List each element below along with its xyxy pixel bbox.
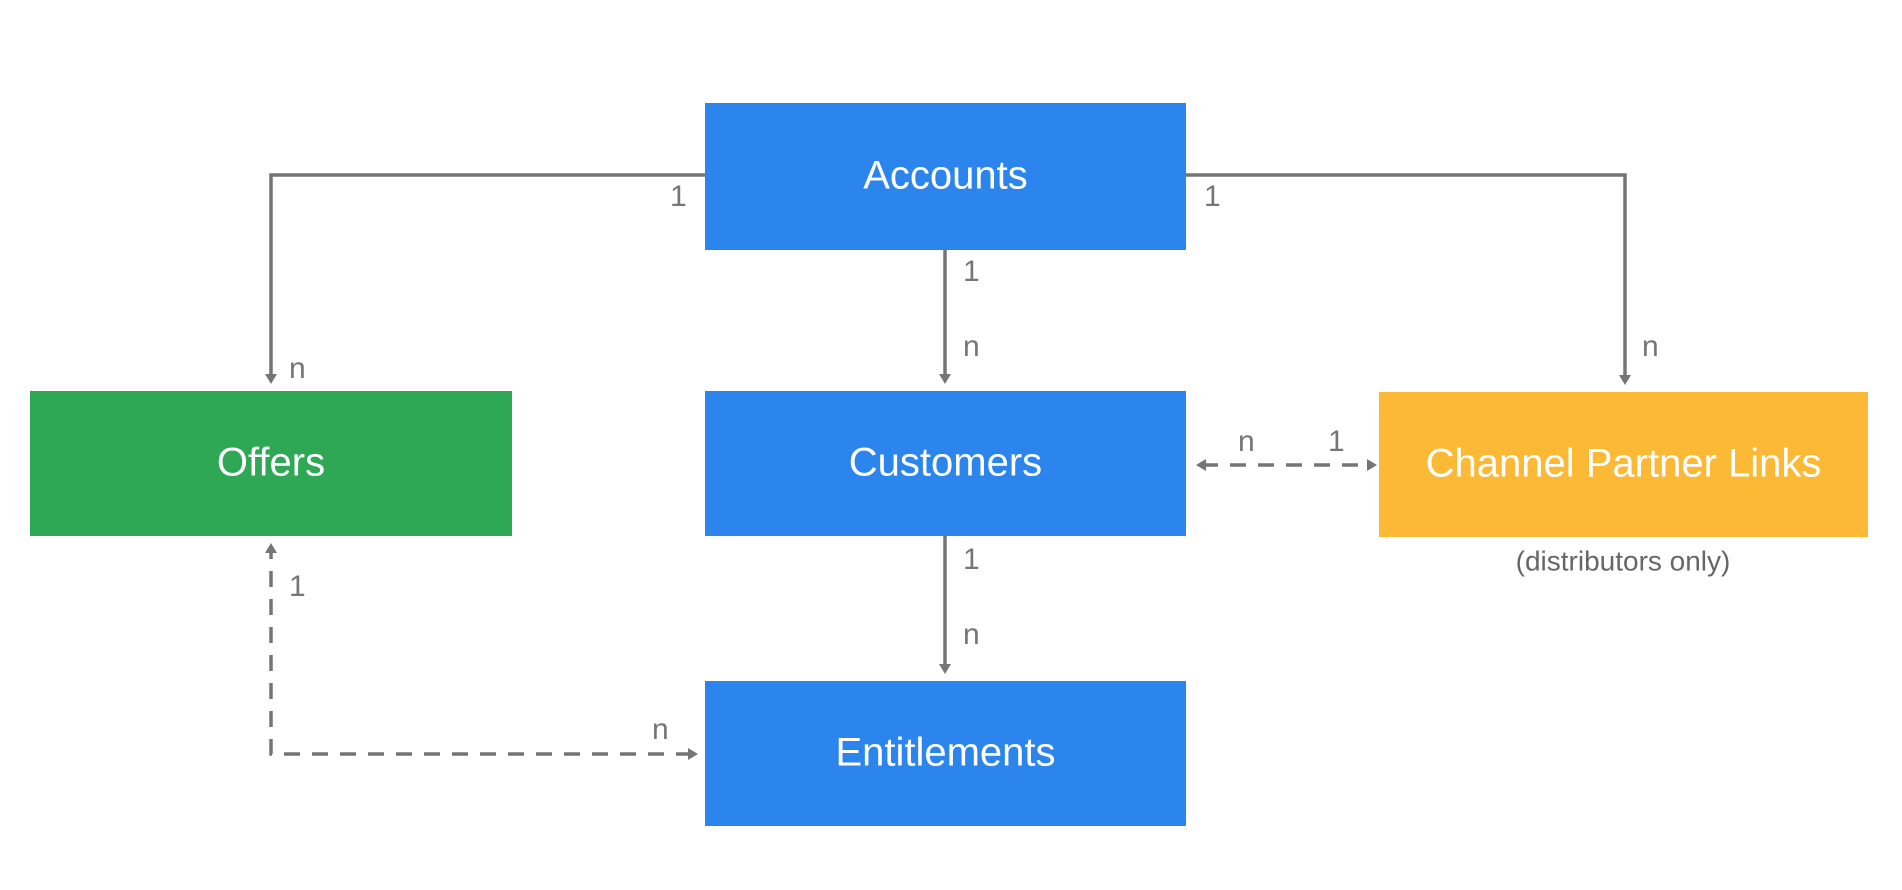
edge-accounts-to-channel-partner-links bbox=[1186, 173, 1631, 385]
cardinality-layer: 1 n 1 n 1 n 1 n n 1 1 n bbox=[289, 180, 1659, 746]
node-offers-label: Offers bbox=[217, 441, 325, 485]
cardinality-accounts-cpl-target: n bbox=[1642, 330, 1659, 363]
cardinality-customers-entitlements-target: n bbox=[963, 618, 980, 651]
cardinality-accounts-customers-target: n bbox=[963, 330, 980, 363]
cardinality-customers-cpl-source: n bbox=[1238, 425, 1255, 458]
cardinality-offers-entitlements-target: n bbox=[652, 713, 669, 746]
cardinality-accounts-cpl-source: 1 bbox=[1204, 180, 1221, 213]
cardinality-offers-entitlements-source: 1 bbox=[289, 570, 306, 603]
cardinality-accounts-offers-source: 1 bbox=[670, 180, 687, 213]
node-customers-label: Customers bbox=[849, 441, 1042, 485]
cardinality-customers-cpl-target: 1 bbox=[1328, 425, 1345, 458]
edge-offers-to-entitlements bbox=[265, 543, 698, 760]
node-customers[interactable]: Customers bbox=[705, 391, 1186, 536]
cardinality-customers-entitlements-source: 1 bbox=[963, 543, 980, 576]
node-accounts-rect[interactable] bbox=[705, 103, 1186, 250]
node-channel-partner-links-rect[interactable] bbox=[1379, 392, 1868, 537]
node-channel-partner-links[interactable]: Channel Partner Links bbox=[1379, 392, 1868, 537]
edge-accounts-to-offers bbox=[265, 173, 705, 384]
node-accounts-label: Accounts bbox=[863, 154, 1028, 198]
edges-layer bbox=[265, 173, 1631, 760]
cardinality-accounts-customers-source: 1 bbox=[963, 255, 980, 288]
node-channel-partner-links-label: Channel Partner Links bbox=[1426, 442, 1822, 486]
node-offers-rect[interactable] bbox=[30, 391, 512, 536]
caption-distributors-only: (distributors only) bbox=[1516, 545, 1731, 576]
node-customers-rect[interactable] bbox=[705, 391, 1186, 536]
nodes-layer: Accounts Offers Customers Channel Partne… bbox=[30, 103, 1868, 826]
node-entitlements-rect[interactable] bbox=[705, 681, 1186, 826]
node-entitlements-label: Entitlements bbox=[835, 731, 1055, 775]
node-accounts[interactable]: Accounts bbox=[705, 103, 1186, 250]
node-entitlements[interactable]: Entitlements bbox=[705, 681, 1186, 826]
cardinality-accounts-offers-target: n bbox=[289, 352, 306, 385]
captions-layer: (distributors only) bbox=[1516, 545, 1731, 576]
node-offers[interactable]: Offers bbox=[30, 391, 512, 536]
